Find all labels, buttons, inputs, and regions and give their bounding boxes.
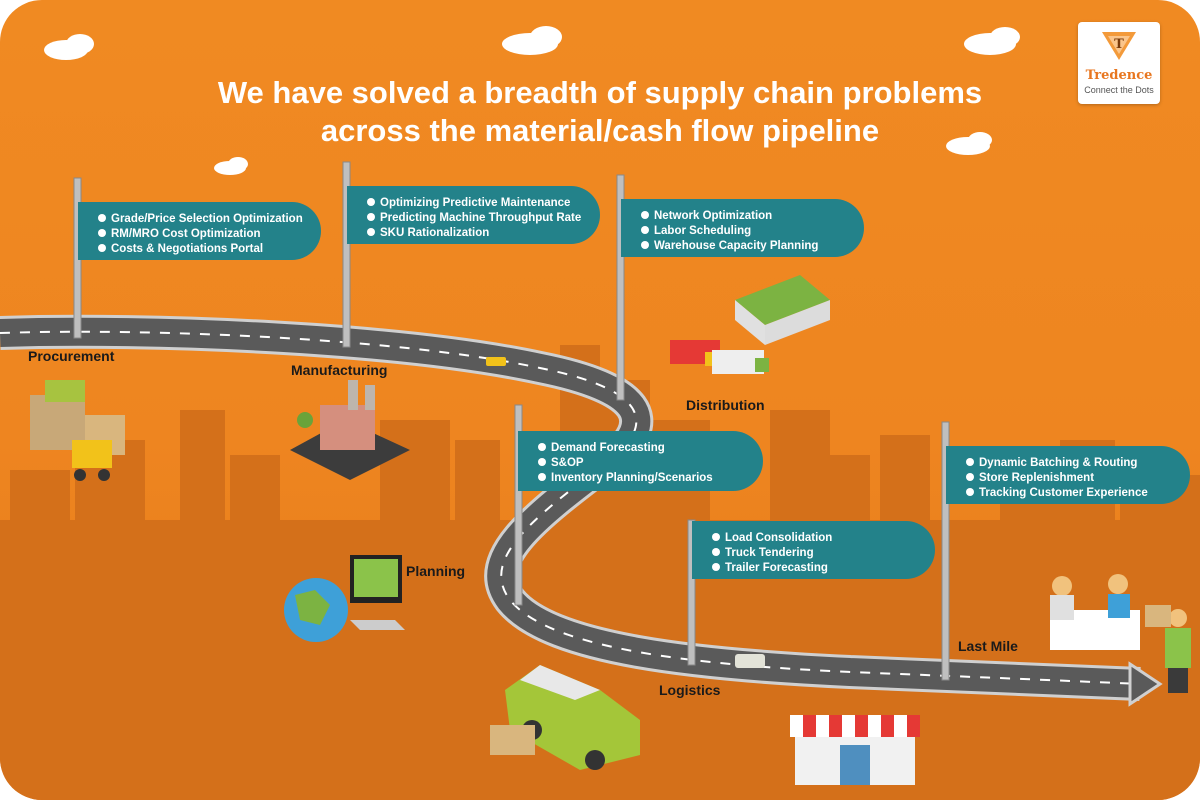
stage-label-manufacturing: Manufacturing: [291, 362, 388, 378]
flag-item: Store Replenishment: [966, 471, 1178, 486]
title-line-1: We have solved a breadth of supply chain…: [217, 75, 983, 110]
cloud-icon: [502, 26, 562, 55]
truck-icon: [735, 654, 765, 668]
flag-item: Grade/Price Selection Optimization: [98, 212, 309, 227]
flag-item: Demand Forecasting: [538, 441, 751, 456]
cloud-icon: [964, 27, 1020, 55]
logo-tagline: Connect the Dots: [1084, 85, 1154, 95]
cloud-icon: [214, 157, 248, 175]
truck-icon: [486, 357, 506, 366]
flag-item: Truck Tendering: [712, 546, 923, 561]
factory-icon: [290, 380, 410, 480]
forklift-icon: [72, 440, 112, 481]
dining-table-icon: [1050, 574, 1140, 650]
flag-item: RM/MRO Cost Optimization: [98, 227, 309, 242]
cloud-icon: [946, 132, 992, 155]
flag-item: S&OP: [538, 456, 751, 471]
flag-item: Tracking Customer Experience: [966, 486, 1178, 501]
warehouse-icon: [735, 275, 830, 345]
flag-manufacturing: Optimizing Predictive Maintenance Predic…: [347, 186, 600, 244]
flag-procurement: Grade/Price Selection Optimization RM/MR…: [78, 202, 321, 260]
road: [0, 314, 1163, 707]
flag-item: Predicting Machine Throughput Rate: [367, 211, 588, 226]
flag-last-mile: Dynamic Batching & Routing Store Repleni…: [946, 446, 1190, 504]
sign-poles: [73, 161, 950, 681]
page-title: We have solved a breadth of supply chain…: [0, 74, 1200, 150]
tredence-logo: T Tredence Connect the Dots: [1078, 22, 1160, 104]
flag-item: SKU Rationalization: [367, 226, 588, 241]
stage-label-planning: Planning: [406, 563, 466, 579]
flag-item: Labor Scheduling: [641, 224, 852, 239]
stage-label-distribution: Distribution: [686, 397, 765, 413]
truck-icon: [670, 340, 769, 374]
flag-item: Optimizing Predictive Maintenance: [367, 196, 588, 211]
globe-icon: [284, 578, 348, 642]
flag-distribution: Network Optimization Labor Scheduling Wa…: [621, 199, 864, 257]
monitor-icon: [350, 555, 405, 630]
flag-item: Costs & Negotiations Portal: [98, 242, 309, 257]
cloud-icon: [44, 34, 94, 60]
stage-label-last-mile: Last Mile: [958, 638, 1018, 654]
flag-item: Warehouse Capacity Planning: [641, 239, 852, 254]
flag-item: Inventory Planning/Scenarios: [538, 471, 751, 486]
flag-item: Network Optimization: [641, 209, 852, 224]
svg-text:T: T: [1114, 37, 1124, 52]
clouds: [44, 26, 1020, 175]
store-icon: [790, 715, 920, 785]
stage-label-procurement: Procurement: [28, 348, 115, 364]
flag-item: Trailer Forecasting: [712, 561, 923, 576]
logo-name: Tredence: [1085, 68, 1153, 83]
flag-item: Load Consolidation: [712, 531, 923, 546]
flag-planning: Demand Forecasting S&OP Inventory Planni…: [518, 431, 763, 491]
van-icon: [490, 665, 640, 770]
flag-item: Dynamic Batching & Routing: [966, 456, 1178, 471]
title-line-2: across the material/cash flow pipeline: [320, 113, 880, 148]
stage-label-logistics: Logistics: [659, 682, 721, 698]
logo-mark-icon: T: [1102, 32, 1136, 60]
flag-logistics: Load Consolidation Truck Tendering Trail…: [692, 521, 935, 579]
delivery-person-icon: [1145, 605, 1191, 693]
